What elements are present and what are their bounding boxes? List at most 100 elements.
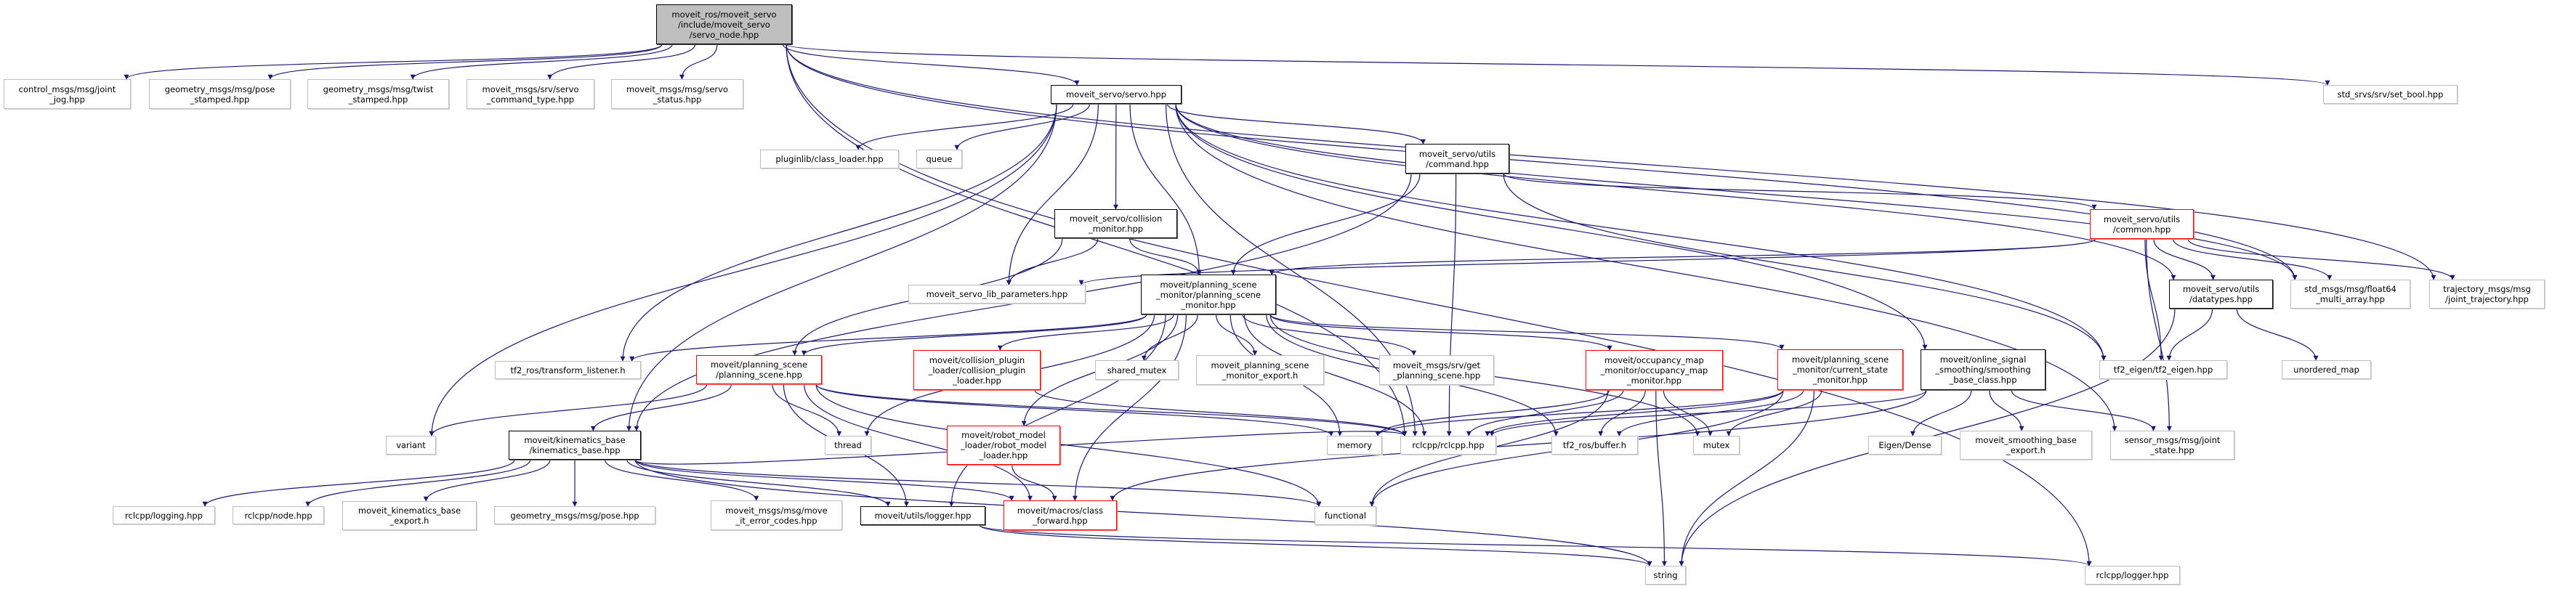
edge-moveit-servo-servo-hpp-to-std-msgs-msg-float64-multi-array-hpp bbox=[1175, 103, 2298, 280]
node-moveit-servo-utils-command-hpp[interactable]: moveit_servo/utils /command.hpp bbox=[1405, 144, 1509, 174]
edge-moveit-planning-scene-monitor-planning-scene-monitor-hpp-to-moveit-utils-logger-hpp bbox=[948, 314, 1166, 507]
node-rclcpp-logger-hpp: rclcpp/logger.hpp bbox=[2085, 566, 2180, 585]
node-moveit-servo-utils-datatypes-hpp[interactable]: moveit_servo/utils /datatypes.hpp bbox=[2169, 280, 2273, 309]
node-moveit-msgs-srv-get-planning-scene-hpp: moveit_msgs/srv/get _planning_scene.hpp bbox=[1379, 355, 1494, 385]
edge-moveit-servo-servo-hpp-to-variant bbox=[429, 103, 1057, 436]
edge-moveit-planning-scene-monitor-planning-scene-monitor-hpp-to-moveit-planning-scene-planning-scene-hpp bbox=[801, 314, 1147, 356]
edge-moveit-ros-moveit-servo-include-moveit-servo-servo-node-hpp-to-std-srvs-srv-set-bool-hpp bbox=[786, 44, 2330, 86]
node-memory: memory bbox=[1327, 436, 1382, 455]
edge-moveit-ros-moveit-servo-include-moveit-servo-servo-node-hpp-to-rclcpp-logger-hpp bbox=[786, 44, 2092, 566]
edge-moveit-servo-utils-command-hpp-to-rclcpp-rclcpp-hpp bbox=[1446, 173, 1457, 436]
edge-moveit-utils-logger-hpp-to-rclcpp-logger-hpp bbox=[979, 524, 2092, 566]
edge-moveit-robot-model-loader-robot-model-loader-hpp-to-moveit-macros-class-forward-hpp bbox=[1012, 464, 1057, 501]
node-rclcpp-logging-hpp: rclcpp/logging.hpp bbox=[113, 506, 215, 524]
edge-moveit-planning-scene-monitor-planning-scene-monitor-hpp-to-shared-mutex bbox=[1141, 314, 1198, 361]
node-trajectory-msgs-msg-joint-trajectory-hpp: trajectory_msgs/msg /joint_trajectory.hp… bbox=[2429, 280, 2545, 309]
node-mutex: mutex bbox=[1693, 436, 1740, 455]
edge-moveit-online-signal-smoothing-smoothing-base-class-hpp-to-sensor-msgs-msg-joint-state-hpp bbox=[2011, 389, 2156, 431]
edge-moveit-servo-utils-common-hpp-to-moveit-servo-utils-datatypes-hpp bbox=[2153, 238, 2216, 280]
edge-moveit-occupancy-map-monitor-occupancy-map-monitor-hpp-to-tf2-ros-buffer-h bbox=[1598, 389, 1646, 436]
edge-moveit-servo-servo-hpp-to-sensor-msgs-msg-joint-state-hpp bbox=[1175, 103, 2117, 431]
edge-moveit-kinematics-base-kinematics-base-hpp-to-moveit-utils-logger-hpp bbox=[626, 459, 891, 507]
edge-moveit-online-signal-smoothing-smoothing-base-class-hpp-to-eigen-dense bbox=[1910, 389, 1972, 436]
edge-moveit-servo-servo-hpp-to-tf2-ros-transform-listener-h bbox=[620, 103, 1057, 362]
node-moveit-smoothing-base-export-h: moveit_smoothing_base _export.h bbox=[1960, 431, 2092, 460]
node-eigen-dense: Eigen/Dense bbox=[1868, 436, 1942, 455]
edge-moveit-kinematics-base-kinematics-base-hpp-to-string bbox=[634, 459, 1652, 566]
node-moveit-msgs-msg-servo-status-hpp: moveit_msgs/msg/servo _status.hpp bbox=[611, 79, 743, 109]
edge-moveit-servo-utils-common-hpp-to-trajectory-msgs-msg-joint-trajectory-hpp bbox=[2187, 238, 2455, 280]
edge-moveit-servo-servo-hpp-to-moveit-servo-utils-command-hpp bbox=[1166, 103, 1426, 145]
node-string: string bbox=[1645, 566, 1686, 585]
edge-moveit-ros-moveit-servo-include-moveit-servo-servo-node-hpp-to-control-msgs-msg-joint-jog-hpp bbox=[124, 44, 663, 80]
edge-moveit-servo-utils-datatypes-hpp-to-unordered-map bbox=[2236, 308, 2319, 361]
node-moveit-servo-lib-parameters-hpp: moveit_servo_lib_parameters.hpp bbox=[908, 285, 1086, 304]
node-moveit-servo-utils-common-hpp[interactable]: moveit_servo/utils /common.hpp bbox=[2090, 209, 2194, 239]
node-moveit-servo-collision-monitor-hpp[interactable]: moveit_servo/collision _monitor.hpp bbox=[1054, 209, 1177, 238]
node-std-msgs-msg-float64-multi-array-hpp: std_msgs/msg/float64 _multi_array.hpp bbox=[2290, 280, 2410, 309]
edge-moveit-online-signal-smoothing-smoothing-base-class-hpp-to-moveit-macros-class-forward-hpp bbox=[1110, 389, 1927, 501]
edge-moveit-servo-servo-hpp-to-moveit-servo-utils-datatypes-hpp bbox=[1175, 103, 2176, 280]
edge-moveit-planning-scene-monitor-current-state-monitor-hpp-to-rclcpp-rclcpp-hpp bbox=[1485, 389, 1784, 436]
edge-moveit-servo-utils-common-hpp-to-tf2-eigen-tf2-eigen-hpp bbox=[2144, 238, 2164, 361]
edge-moveit-servo-utils-command-hpp-to-tf2-eigen-tf2-eigen-hpp bbox=[1503, 173, 2107, 361]
node-moveit-msgs-srv-servo-command-type-hpp: moveit_msgs/srv/servo _command_type.hpp bbox=[467, 79, 594, 109]
edge-moveit-ros-moveit-servo-include-moveit-servo-servo-node-hpp-to-moveit-servo-servo-hpp bbox=[782, 44, 1080, 86]
node-moveit-planning-scene-planning-scene-hpp[interactable]: moveit/planning_scene /planning_scene.hp… bbox=[696, 355, 822, 384]
edge-moveit-servo-servo-hpp-to-tf2-eigen-tf2-eigen-hpp bbox=[1175, 103, 2107, 361]
node-moveit-collision-plugin-loader-collision-plugin-loader-hpp[interactable]: moveit/collision_plugin _loader/collisio… bbox=[913, 350, 1041, 390]
node-geometry-msgs-msg-pose-hpp: geometry_msgs/msg/pose.hpp bbox=[494, 506, 655, 524]
edge-moveit-planning-scene-monitor-current-state-monitor-hpp-to-memory bbox=[1375, 389, 1784, 436]
node-queue: queue bbox=[916, 150, 962, 168]
edge-moveit-servo-servo-hpp-to-moveit-kinematics-base-kinematics-base-hpp bbox=[626, 103, 1057, 431]
node-moveit-macros-class-forward-hpp[interactable]: moveit/macros/class _forward.hpp bbox=[1004, 500, 1117, 530]
node-moveit-servo-servo-hpp[interactable]: moveit_servo/servo.hpp bbox=[1051, 85, 1182, 104]
edge-moveit-servo-utils-command-hpp-to-moveit-servo-utils-common-hpp bbox=[1503, 173, 2097, 210]
edge-moveit-planning-scene-planning-scene-hpp-to-rclcpp-rclcpp-hpp bbox=[815, 383, 1408, 436]
edge-moveit-servo-utils-command-hpp-to-moveit-planning-scene-monitor-planning-scene-monitor-hpp bbox=[1230, 173, 1421, 275]
edge-moveit-ros-moveit-servo-include-moveit-servo-servo-node-hpp-to-moveit-msgs-srv-servo-command-type-hpp bbox=[547, 44, 696, 80]
node-moveit-planning-scene-monitor-export-h: moveit_planning_scene _monitor_export.h bbox=[1196, 355, 1324, 385]
edge-moveit-occupancy-map-monitor-occupancy-map-monitor-hpp-to-rclcpp-rclcpp-hpp bbox=[1466, 389, 1624, 436]
edge-moveit-ros-moveit-servo-include-moveit-servo-servo-node-hpp-to-geometry-msgs-msg-twist-stamped-hpp bbox=[410, 44, 673, 80]
edge-moveit-kinematics-base-kinematics-base-hpp-to-moveit-kinematics-base-export-h bbox=[423, 459, 551, 502]
node-moveit-planning-scene-monitor-planning-scene-monitor-hpp[interactable]: moveit/planning_scene _monitor/planning_… bbox=[1141, 275, 1276, 314]
edge-moveit-servo-servo-hpp-to-moveit-servo-lib-parameters-hpp bbox=[1006, 103, 1099, 285]
edge-moveit-kinematics-base-kinematics-base-hpp-to-moveit-msgs-msg-move-it-error-codes-hpp bbox=[605, 459, 759, 501]
edge-moveit-planning-scene-planning-scene-hpp-to-thread bbox=[772, 383, 842, 436]
edge-moveit-ros-moveit-servo-include-moveit-servo-servo-node-hpp-to-rclcpp-rclcpp-hpp bbox=[786, 44, 1408, 436]
edge-moveit-planning-scene-monitor-current-state-monitor-hpp-to-mutex bbox=[1726, 389, 1822, 436]
node-geometry-msgs-msg-twist-stamped-hpp: geometry_msgs/msg/twist _stamped.hpp bbox=[307, 79, 449, 109]
edge-moveit-ros-moveit-servo-include-moveit-servo-servo-node-hpp-to-std-msgs-msg-float64-multi-array-hpp bbox=[786, 44, 2298, 280]
edge-moveit-occupancy-map-monitor-occupancy-map-monitor-hpp-to-mutex bbox=[1663, 389, 1713, 436]
node-moveit-utils-logger-hpp[interactable]: moveit/utils/logger.hpp bbox=[860, 506, 985, 525]
node-std-srvs-srv-set-bool-hpp: std_srvs/srv/set_bool.hpp bbox=[2323, 85, 2458, 104]
edge-moveit-planning-scene-monitor-planning-scene-monitor-hpp-to-moveit-msgs-srv-get-planning-scene-hpp bbox=[1242, 314, 1417, 356]
node-shared-mutex: shared_mutex bbox=[1095, 360, 1179, 380]
node-rclcpp-rclcpp-hpp: rclcpp/rclcpp.hpp bbox=[1400, 436, 1496, 455]
edge-moveit-kinematics-base-kinematics-base-hpp-to-rclcpp-node-hpp bbox=[305, 459, 531, 507]
node-moveit-kinematics-base-kinematics-base-hpp[interactable]: moveit/kinematics_base /kinematics_base.… bbox=[509, 431, 641, 460]
edge-moveit-online-signal-smoothing-smoothing-base-class-hpp-to-rclcpp-rclcpp-hpp bbox=[1489, 389, 1927, 436]
node-moveit-planning-scene-monitor-current-state-monitor-hpp[interactable]: moveit/planning_scene _monitor/current_s… bbox=[1777, 349, 1903, 390]
node-moveit-robot-model-loader-robot-model-loader-hpp[interactable]: moveit/robot_model _loader/robot_model _… bbox=[947, 426, 1060, 465]
edge-moveit-planning-scene-monitor-planning-scene-monitor-hpp-to-moveit-occupancy-map-monitor-occupancy-map-monitor-hpp bbox=[1269, 314, 1612, 351]
edge-moveit-planning-scene-monitor-planning-scene-monitor-hpp-to-rclcpp-rclcpp-hpp bbox=[1243, 314, 1427, 436]
edge-moveit-ros-moveit-servo-include-moveit-servo-servo-node-hpp-to-trajectory-msgs-msg-joint-trajectory-hpp bbox=[786, 44, 2436, 280]
node-moveit-ros-moveit-servo-include-moveit-servo-servo-node-hpp[interactable]: moveit_ros/moveit_servo /include/moveit_… bbox=[656, 4, 792, 44]
node-moveit-msgs-msg-move-it-error-codes-hpp: moveit_msgs/msg/move _it_error_codes.hpp bbox=[711, 500, 842, 530]
edge-moveit-servo-servo-hpp-to-moveit-online-signal-smoothing-smoothing-base-class-hpp bbox=[1175, 103, 1928, 350]
edge-moveit-planning-scene-planning-scene-hpp-to-variant bbox=[429, 383, 708, 436]
node-moveit-occupancy-map-monitor-occupancy-map-monitor-hpp[interactable]: moveit/occupancy_map _monitor/occupancy_… bbox=[1586, 350, 1723, 390]
node-moveit-online-signal-smoothing-smoothing-base-class-hpp[interactable]: moveit/online_signal _smoothing/smoothin… bbox=[1921, 349, 2046, 390]
node-sensor-msgs-msg-joint-state-hpp: sensor_msgs/msg/joint _state.hpp bbox=[2110, 431, 2234, 460]
node-unordered-map: unordered_map bbox=[2282, 360, 2371, 379]
edge-moveit-planning-scene-planning-scene-hpp-to-memory bbox=[815, 383, 1334, 436]
edge-moveit-online-signal-smoothing-smoothing-base-class-hpp-to-moveit-smoothing-base-export-h bbox=[1989, 389, 2024, 431]
edge-moveit-kinematics-base-kinematics-base-hpp-to-functional bbox=[634, 459, 1322, 507]
node-variant: variant bbox=[386, 436, 436, 455]
edge-moveit-servo-servo-hpp-to-moveit-planning-scene-monitor-planning-scene-monitor-hpp bbox=[1129, 103, 1202, 275]
edge-moveit-planning-scene-planning-scene-hpp-to-moveit-kinematics-base-kinematics-base-hpp bbox=[590, 383, 732, 431]
edge-moveit-planning-scene-monitor-current-state-monitor-hpp-to-string bbox=[1679, 389, 1815, 566]
